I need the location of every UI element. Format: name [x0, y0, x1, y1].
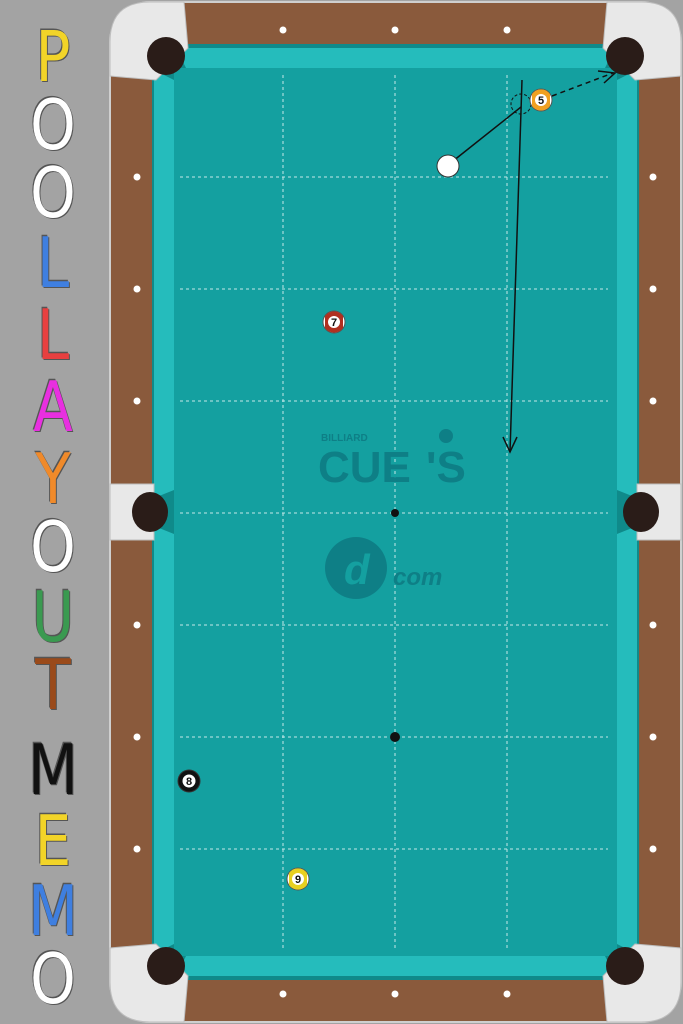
title-letter: O	[30, 938, 76, 1020]
title-letter: O	[30, 506, 76, 588]
title-letter: T	[35, 644, 71, 726]
ball-7-number: 7	[331, 317, 337, 329]
title-letter: A	[33, 366, 73, 448]
logo-emblem-letter: d	[344, 546, 371, 593]
center-spot	[391, 509, 399, 517]
arrow-head-icon	[597, 70, 617, 84]
title-letter: Y	[35, 438, 71, 520]
ball-8[interactable]: 8	[177, 769, 201, 793]
cushion-right-upper	[617, 70, 637, 498]
pocket-side-right	[623, 483, 682, 541]
ball-9-number: 9	[295, 874, 301, 886]
cushion-left-upper	[154, 70, 174, 498]
logo-suffix-text: 'S	[426, 443, 466, 492]
pool-table[interactable]: BILLIARD CUE 'S d com 5 7 8	[108, 0, 683, 1024]
title-letter: O	[30, 84, 76, 166]
title-letter: L	[36, 294, 70, 376]
logo-domain-text: com	[393, 564, 442, 591]
logo-cue-ball-icon	[439, 429, 453, 443]
cushion-top	[176, 48, 615, 68]
cue-ball-path-line	[447, 106, 522, 166]
ball-9[interactable]: 9	[286, 867, 310, 891]
title-letter: M	[27, 729, 79, 811]
pocket-bottom-left	[109, 943, 189, 1023]
shot-path	[447, 70, 617, 454]
pocket-bottom-right	[602, 943, 682, 1023]
pocket-top-right	[602, 1, 682, 81]
foot-spot	[390, 732, 400, 742]
title-letter: O	[30, 152, 76, 234]
pocket-side-left	[109, 483, 168, 541]
pocket-top-left	[109, 1, 189, 81]
diamond-markers	[133, 26, 657, 998]
ball-5[interactable]: 5	[529, 88, 553, 112]
ball-8-number: 8	[186, 776, 192, 788]
logo-emblem-icon	[325, 537, 387, 599]
logo-main-text: CUE	[318, 443, 411, 492]
ball-7[interactable]: 7	[322, 310, 346, 334]
cushion-left-lower	[154, 526, 174, 954]
grid-lines	[180, 75, 608, 950]
cushion-bottom	[176, 956, 615, 976]
title-letter: U	[31, 576, 75, 658]
billiard-cues-logo: BILLIARD CUE 'S d com	[318, 429, 466, 599]
logo-small-text: BILLIARD	[321, 433, 368, 444]
cushion-right-lower	[617, 526, 637, 954]
arrow-head-down-icon	[502, 436, 518, 454]
ball-5-number: 5	[538, 95, 544, 107]
object-ball-path-line	[551, 72, 614, 97]
title-letter: L	[36, 222, 70, 304]
cue-ball[interactable]	[436, 154, 460, 178]
title-letter: M	[27, 870, 79, 952]
title-letter: E	[34, 800, 72, 882]
cue-ball-travel-line	[509, 79, 523, 453]
title-letter: P	[35, 16, 71, 98]
